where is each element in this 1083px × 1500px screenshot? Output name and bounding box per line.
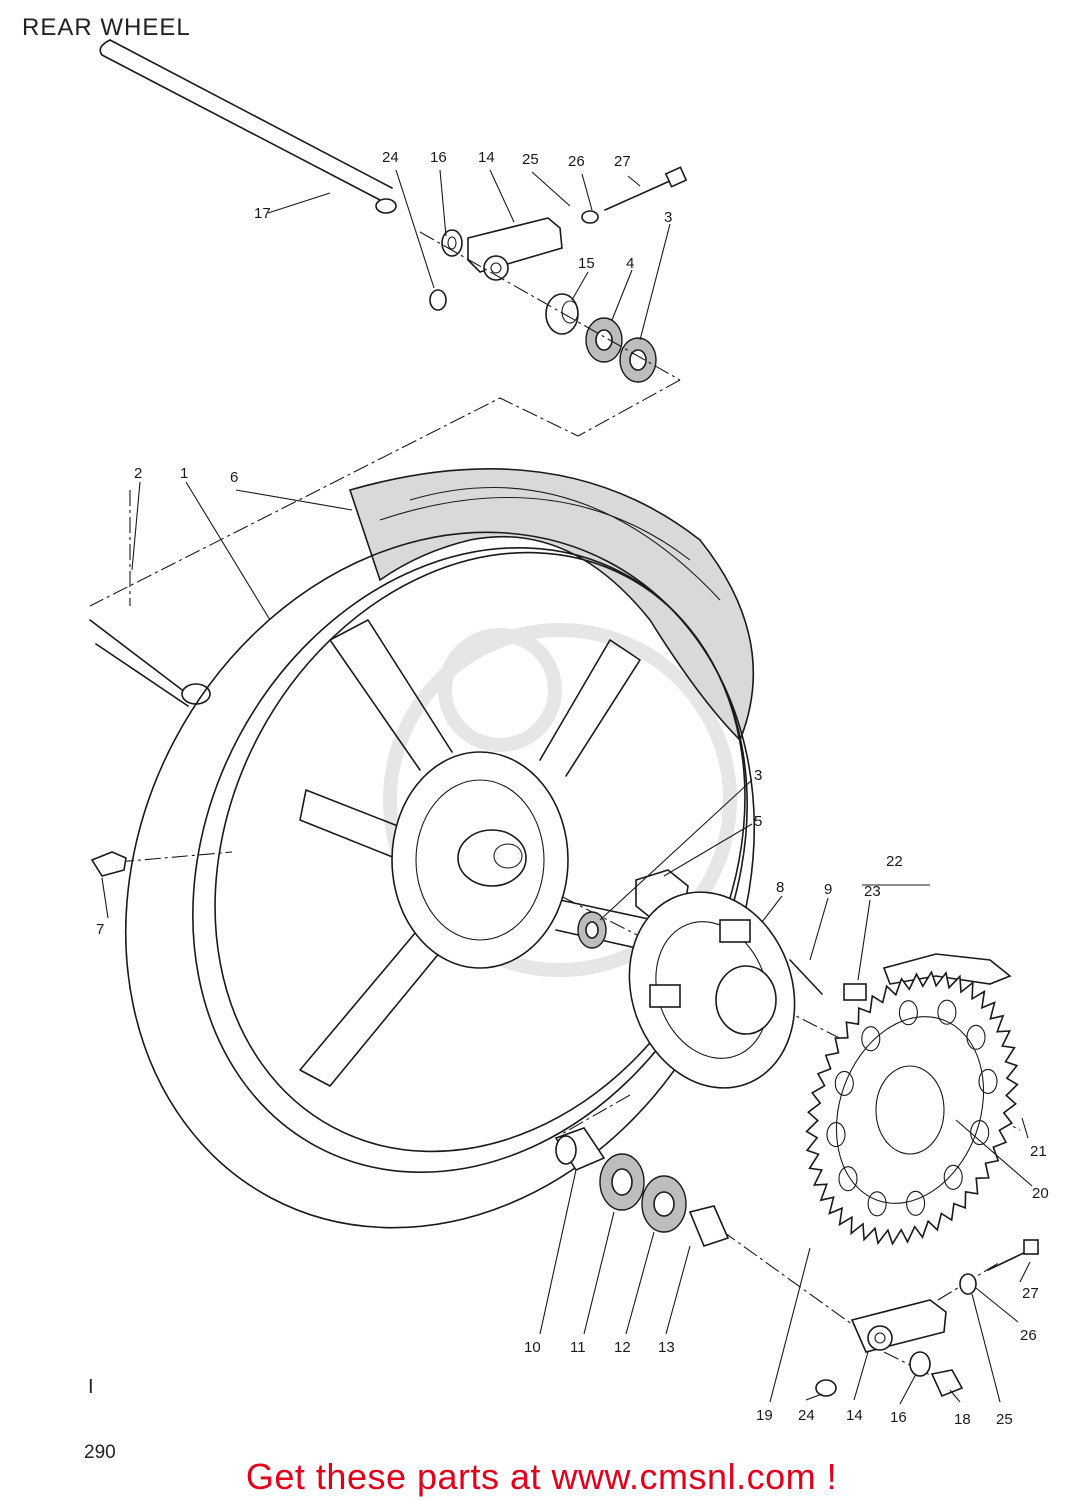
rear-wheel-rim	[124, 531, 756, 1229]
footer-link[interactable]: Get these parts at www.cmsnl.com !	[245, 1456, 838, 1497]
rear-axle	[99, 39, 397, 214]
callout-1: 1	[180, 465, 188, 482]
tire-valve	[90, 851, 127, 877]
chain-puller-left	[429, 166, 688, 311]
callouts: 17 24 16 14 25 26 27 3 15 4 2 1 6 7 3 5 …	[96, 149, 1049, 1428]
sprocket-hole	[861, 1026, 881, 1052]
rear-tire	[348, 468, 755, 742]
axle-collar-and-bearings	[545, 293, 657, 383]
callout-5: 5	[754, 813, 762, 830]
callout-26: 26	[568, 153, 585, 170]
rear-sprocket	[805, 970, 1019, 1246]
diagram-title: REAR WHEEL	[22, 14, 191, 41]
callout-17: 17	[254, 205, 271, 222]
bottom-bearing-set	[554, 1127, 730, 1247]
callout-16: 16	[430, 149, 447, 166]
callout-6: 6	[230, 469, 238, 486]
sprocket-hole	[834, 1070, 854, 1096]
callout-15: 15	[578, 255, 595, 272]
callout-20: 20	[1032, 1185, 1049, 1202]
callout-8: 8	[776, 879, 784, 896]
callout-25-bottom: 25	[996, 1411, 1013, 1428]
margin-mark: I	[88, 1376, 94, 1398]
sprocket-hole	[966, 1024, 986, 1050]
callout-14: 14	[478, 149, 495, 166]
callout-9: 9	[824, 881, 832, 898]
callout-19: 19	[756, 1407, 773, 1424]
sprocket-hole	[867, 1191, 887, 1217]
callout-25: 25	[522, 151, 539, 168]
callout-27: 27	[614, 153, 631, 170]
callout-7: 7	[96, 921, 104, 938]
callout-26-bottom: 26	[1020, 1327, 1037, 1344]
sprocket-hole	[898, 1000, 918, 1026]
callout-4: 4	[626, 255, 634, 272]
callout-14-bottom: 14	[846, 1407, 863, 1424]
page-number: 290	[84, 1442, 116, 1463]
chain-puller-right	[815, 1239, 1039, 1398]
callout-27-bottom: 27	[1022, 1285, 1039, 1302]
callout-18: 18	[954, 1411, 971, 1428]
callout-24-bottom: 24	[798, 1407, 815, 1424]
clutch-hub	[628, 891, 796, 1089]
callout-16-bottom: 16	[890, 1409, 907, 1426]
callout-23: 23	[864, 883, 881, 900]
callout-13: 13	[658, 1339, 675, 1356]
callout-22: 22	[886, 853, 903, 870]
callout-3-top: 3	[664, 209, 672, 226]
sprocket-hole	[943, 1164, 963, 1190]
callout-12: 12	[614, 1339, 631, 1356]
sprocket-hole	[838, 1166, 858, 1192]
leader-lines	[101, 169, 1033, 1405]
sprocket-hole	[978, 1068, 998, 1094]
callout-2: 2	[134, 465, 142, 482]
callout-11: 11	[570, 1339, 586, 1356]
sprocket-hole	[937, 999, 957, 1025]
callout-3-hub: 3	[754, 767, 762, 784]
callout-21: 21	[1030, 1143, 1047, 1160]
sprocket-hole	[826, 1122, 846, 1148]
wheel-spacer-tube	[89, 619, 211, 707]
callout-10: 10	[524, 1339, 541, 1356]
callout-24: 24	[382, 149, 399, 166]
sprocket-hole	[906, 1190, 926, 1216]
